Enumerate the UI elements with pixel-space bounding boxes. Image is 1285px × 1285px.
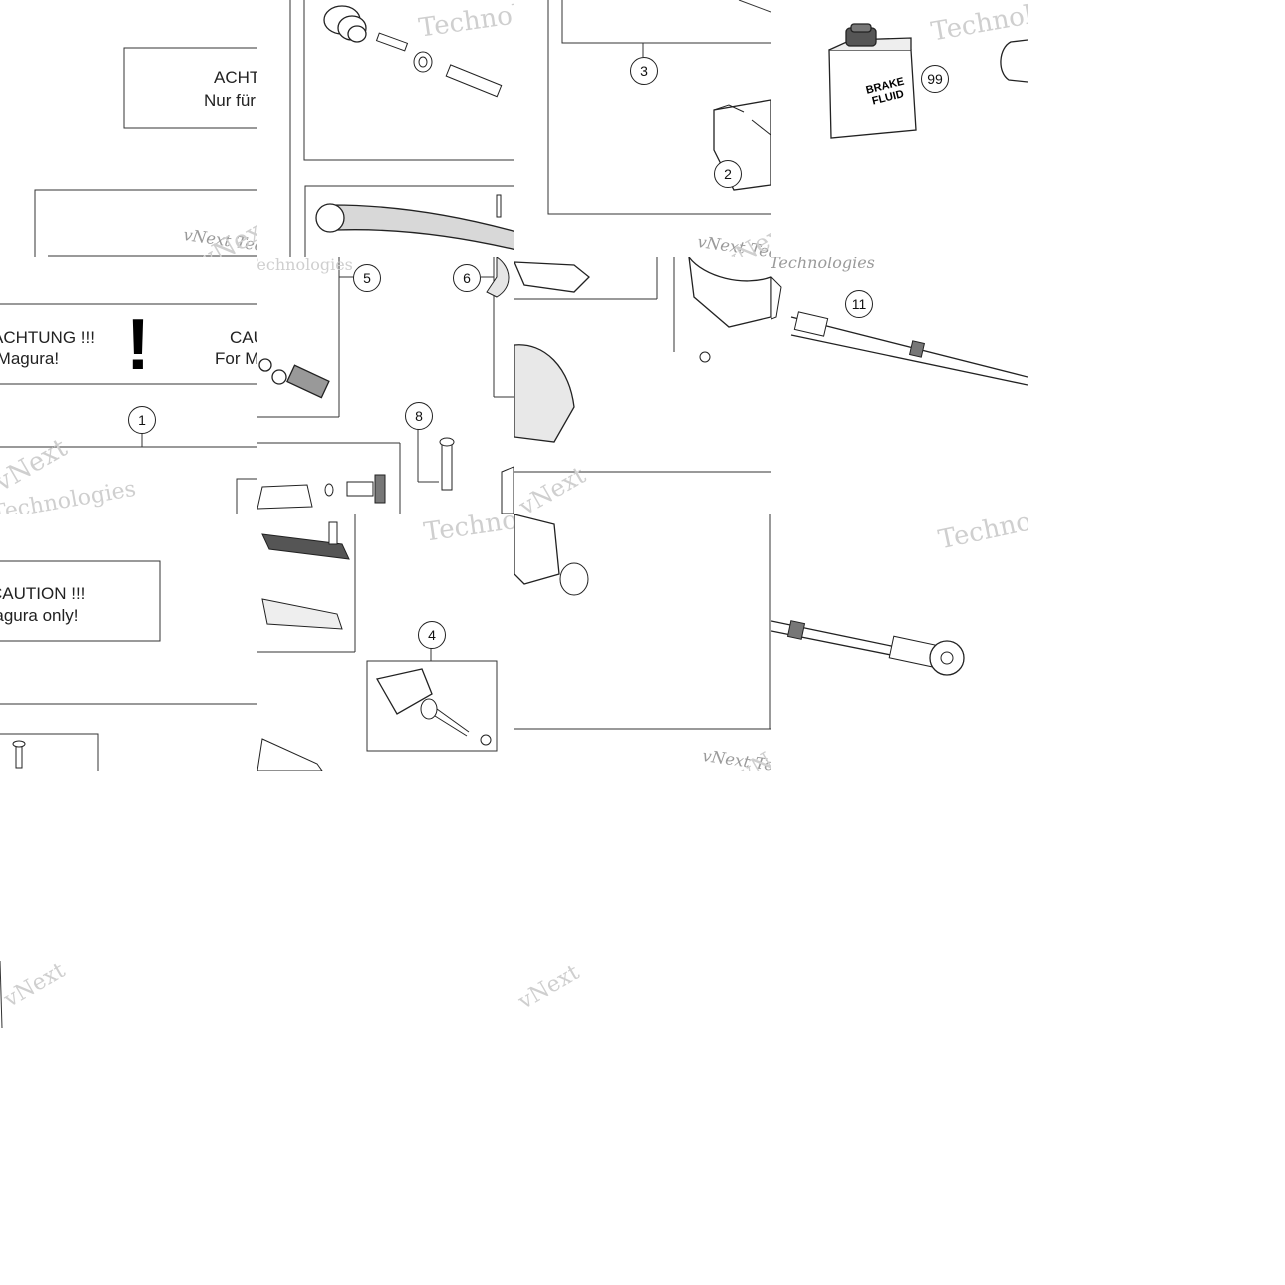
tile-lines	[828, 23, 1028, 139]
warning-text-de: Nur für Magura!	[0, 349, 60, 368]
callout-2: 2	[714, 160, 742, 188]
callout-11: 11	[845, 290, 873, 318]
diagram-tile: 5 6 8 Technologies	[257, 257, 514, 514]
callout-4: 4	[418, 621, 446, 649]
callout-8: 8	[405, 402, 433, 430]
warning-title-de-cont: ACHTUNG !!!	[0, 328, 95, 348]
diagram-tile: 4 Technologies	[257, 514, 514, 771]
tile-lines	[289, 0, 514, 257]
callout-6: 6	[453, 264, 481, 292]
warning-text-en-cont: For Magura only!	[0, 606, 79, 626]
callout-1: 1	[128, 406, 156, 434]
diagram-tile: ACHTUNG !!! Nur für Magura! vNext Techno…	[0, 0, 257, 257]
tile-lines	[257, 257, 514, 514]
diagram-tile: vNext	[514, 257, 771, 514]
warning-title-de: ACHTUNG !!!	[214, 68, 257, 87]
warning-text-de-cont: Nur für Magura!	[0, 349, 59, 369]
warning-title-de: ACHTUNG !!!	[0, 328, 95, 347]
exclamation-icon: !	[126, 305, 150, 385]
tile-lines	[34, 47, 257, 257]
warning-title-en-cont: CAUTION !!!	[0, 584, 85, 604]
brake-fluid-can	[828, 23, 917, 139]
tile-lines	[0, 960, 3, 1028]
tile-lines	[514, 514, 771, 730]
warning-text-en: For Magura only!	[215, 349, 257, 368]
diagram-tile: Technologies	[257, 0, 514, 257]
boot-part	[323, 5, 367, 43]
tile-lines	[0, 560, 257, 771]
warning-title-en: CAUTION !!!	[0, 584, 86, 603]
diagram-tile: BRAKE FLUID 99 Technologies	[771, 0, 1028, 257]
diagram-tile	[257, 771, 514, 1028]
diagram-tile: CAUTION !!! For Magura only!	[0, 514, 257, 771]
diagram-tile: vNext	[0, 771, 257, 1028]
tile-lines	[257, 514, 498, 771]
diagram-tile: 3 2 vNext Technologies vNext	[514, 0, 771, 257]
watermark: vNext	[514, 960, 584, 1015]
warning-text-en: For Magura only!	[0, 606, 79, 625]
callout-3: 3	[630, 57, 658, 85]
warning-text-de: Nur für Magura!	[204, 91, 257, 110]
tile-lines	[514, 257, 771, 473]
diagram-tile: ACHTUNG !!! Nur für Magura! ! CAUTION !!…	[0, 257, 257, 514]
tile-lines	[771, 276, 1028, 386]
tile-lines	[0, 303, 257, 514]
diagram-tile: vNext	[514, 771, 771, 1028]
tile-lines	[771, 620, 965, 676]
diagram-tile: 11 Technologies	[771, 257, 1028, 514]
callout-5: 5	[353, 264, 381, 292]
diagram-tile: Technologies	[771, 514, 1028, 771]
diagram-tile: vNext Technologies vNext	[514, 514, 771, 771]
warning-title-en: CAUTION !!!	[230, 328, 257, 347]
tile-lines	[547, 0, 771, 215]
callout-99: 99	[921, 65, 949, 93]
